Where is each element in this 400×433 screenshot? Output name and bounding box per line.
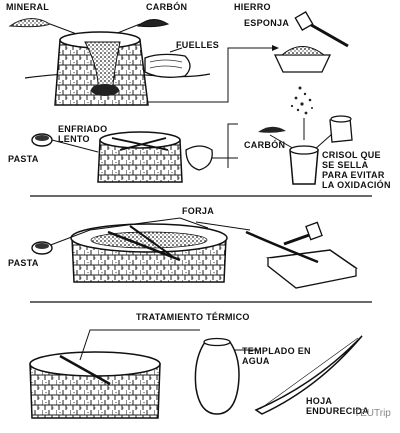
water-jar — [194, 337, 240, 415]
blade-on-anvil — [245, 230, 319, 264]
iron-fragments — [290, 86, 313, 115]
sponge-iron — [273, 46, 332, 73]
forge — [70, 223, 228, 283]
heat-treatment-oven — [29, 351, 161, 419]
label-hoja: HOJA ENDURECIDA — [306, 396, 370, 416]
label-templado: TEMPLADO EN AGUA — [242, 346, 311, 366]
label-esponja: ESPONJA — [244, 18, 290, 28]
anvil — [266, 249, 358, 289]
label-pasta-2: PASTA — [8, 258, 39, 268]
cooling-oven — [97, 131, 183, 183]
label-enfriado-lento: ENFRIADO LENTO — [58, 124, 108, 144]
label-fuelles: FUELLES — [176, 40, 220, 50]
crucible — [289, 145, 319, 185]
watermark: TEUTrip — [354, 408, 391, 419]
label-crisol: CRISOL QUE SE SELLA PARA EVITAR LA OXIDA… — [322, 150, 391, 190]
hammer-1 — [294, 11, 349, 48]
carbon-pile — [136, 19, 170, 28]
label-mineral: MINERAL — [6, 2, 50, 12]
mineral-pile — [8, 18, 52, 28]
label-tratamiento: TRATAMIENTO TÉRMICO — [136, 312, 250, 322]
oven-pot — [185, 145, 213, 171]
bloomery-furnace — [54, 31, 149, 106]
hammer-2 — [283, 221, 323, 246]
label-hierro: HIERRO — [234, 2, 271, 12]
label-forja: FORJA — [182, 206, 215, 216]
label-carbon-top: CARBÓN — [146, 2, 188, 12]
carbon-small — [258, 126, 286, 133]
crucible-lid — [329, 115, 353, 143]
label-carbon-mid: CARBÓN — [244, 140, 286, 150]
bellows — [144, 53, 191, 78]
hardened-blade — [254, 335, 363, 415]
label-pasta-1: PASTA — [8, 154, 39, 164]
